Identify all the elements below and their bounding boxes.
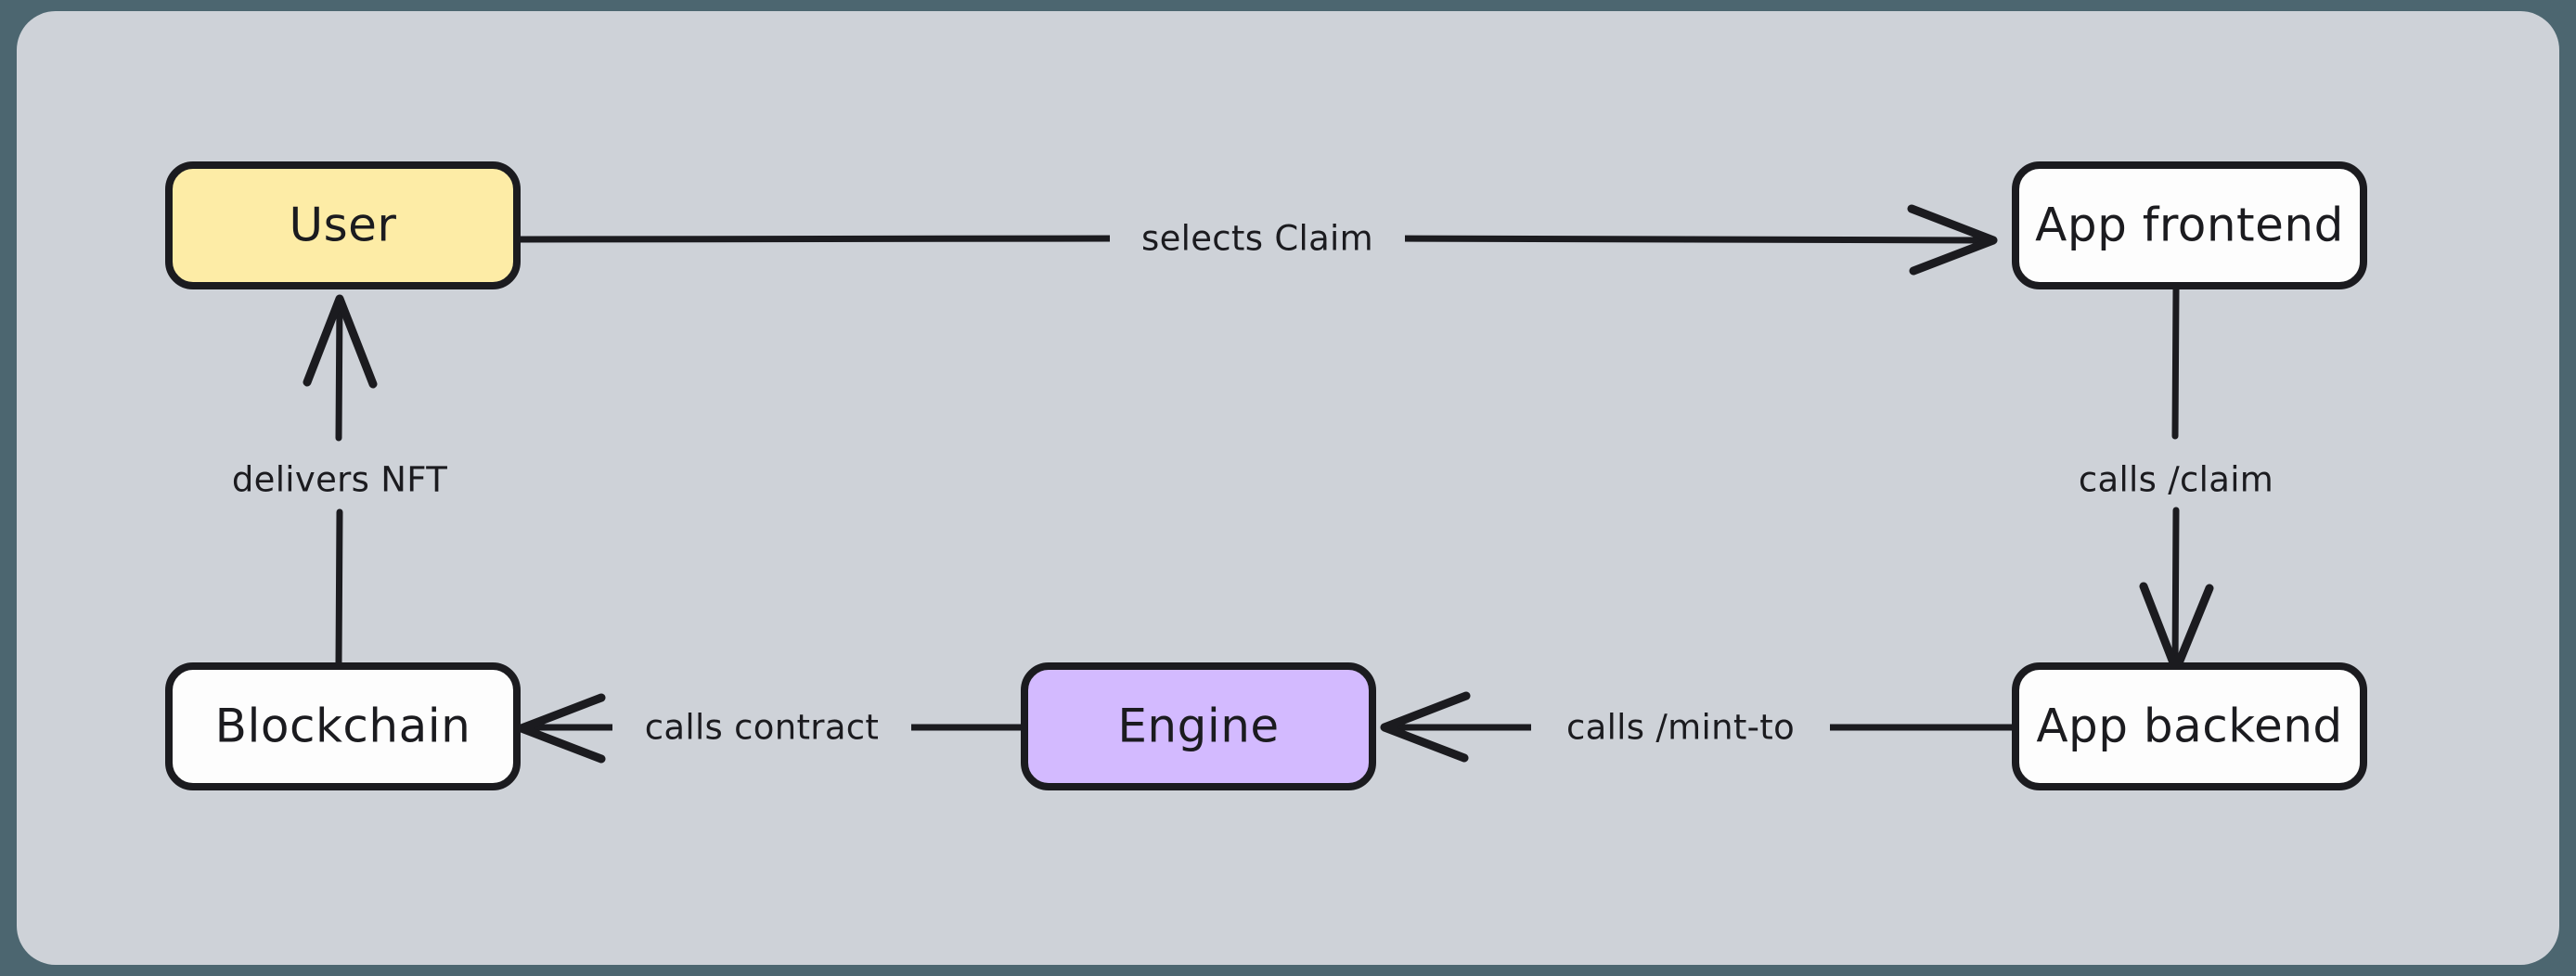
edge-app-backend-to-engine: calls /mint-to — [1380, 691, 2017, 763]
edge-label-selects-claim: selects Claim — [1141, 219, 1373, 259]
node-app-backend-label: App backend — [2036, 700, 2342, 753]
arrowhead-left-engine — [1380, 691, 1471, 763]
node-user[interactable]: User — [165, 161, 521, 289]
edge-line-delivers-nft — [335, 295, 343, 666]
node-app-backend-shape — [2012, 662, 2367, 790]
edge-label-bg — [2041, 455, 2312, 507]
edge-label-calls-contract: calls contract — [645, 708, 880, 748]
node-blockchain-shape — [165, 662, 521, 790]
node-blockchain-label: Blockchain — [215, 700, 471, 753]
edge-engine-to-blockchain: calls contract — [517, 693, 1024, 764]
node-user-label: User — [290, 199, 397, 252]
node-blockchain[interactable]: Blockchain — [165, 662, 521, 790]
edge-label-bg — [1110, 212, 1405, 265]
edge-label-bg — [612, 700, 911, 754]
node-app-frontend-label: App frontend — [2035, 199, 2344, 252]
node-engine-label: Engine — [1117, 700, 1279, 753]
edge-label-bg — [1531, 700, 1830, 754]
edge-user-to-app-frontend: selects Claim — [516, 204, 1998, 276]
node-app-frontend[interactable]: App frontend — [2012, 161, 2367, 289]
edge-blockchain-to-user: delivers NFT — [202, 294, 477, 666]
edge-app-frontend-to-app-backend: calls /claim — [2041, 286, 2312, 674]
edge-label-bg — [202, 455, 477, 507]
edge-label-delivers-nft: delivers NFT — [232, 460, 447, 500]
edge-label-calls-mint-to: calls /mint-to — [1566, 708, 1795, 748]
arrowhead-left-blockchain — [517, 693, 606, 764]
node-user-shape — [165, 161, 521, 289]
arrowhead-right-app-frontend — [1907, 204, 1998, 276]
edge-line-selects-claim — [516, 235, 1985, 244]
arrowhead-up-user — [303, 294, 378, 389]
edge-label-calls-claim: calls /claim — [2079, 460, 2273, 500]
node-engine-shape — [1021, 662, 1376, 790]
node-app-frontend-shape — [2012, 161, 2367, 289]
node-engine[interactable]: Engine — [1021, 662, 1376, 790]
edge-line-calls-claim — [2171, 286, 2180, 674]
node-app-backend[interactable]: App backend — [2012, 662, 2367, 790]
